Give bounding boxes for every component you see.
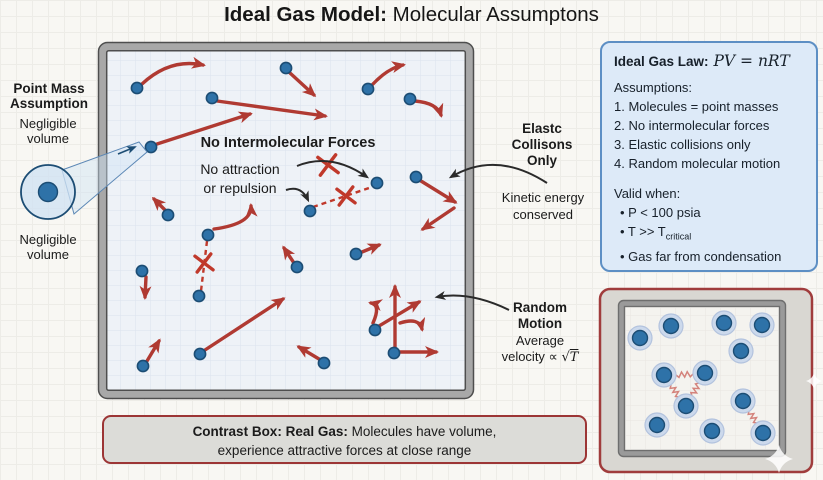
velocity-arrow xyxy=(215,99,328,121)
no-force-x-icon xyxy=(316,153,340,177)
random-motion-label: Random Motion xyxy=(513,300,567,331)
velocity-arrow xyxy=(413,99,444,118)
elastic-collisions-label: Elastc Collisons Only xyxy=(511,121,573,168)
attraction-spring xyxy=(675,370,694,379)
real-gas-molecule xyxy=(631,329,649,347)
real-gas-molecule xyxy=(734,392,752,410)
gas-molecule xyxy=(192,289,206,303)
assumption-item: 4. Random molecular motion xyxy=(614,156,781,171)
negligible-volume-top-label: Negligible volume xyxy=(19,116,77,146)
gas-molecule xyxy=(130,81,144,95)
sparkle-watermark-icon xyxy=(765,445,793,473)
real-gas-molecule xyxy=(648,416,666,434)
velocity-arrow xyxy=(139,275,152,300)
gas-molecule xyxy=(387,346,401,360)
magnifier-pointer-arrow xyxy=(117,146,137,155)
gas-molecule xyxy=(409,170,423,184)
velocity-arrow xyxy=(145,338,161,363)
annotation-arrow xyxy=(434,291,510,311)
gas-molecule xyxy=(370,176,384,190)
magnified-point-molecule xyxy=(37,181,59,203)
velocity-arrow xyxy=(140,56,206,86)
valid-when-heading: Valid when: xyxy=(614,186,681,201)
broken-bond-dashed-line xyxy=(312,185,373,209)
title-rest: Molecular Assumptons xyxy=(386,3,599,26)
sqrt-symbol: √ xyxy=(561,350,570,365)
real-gas-frame-inner-line xyxy=(623,305,781,452)
real-gas-molecule xyxy=(703,422,721,440)
gas-molecule xyxy=(193,347,207,361)
negligible-volume-bottom-label: Negligible volume xyxy=(19,232,77,262)
title-bold: Ideal Gas Model: xyxy=(224,3,387,26)
frame-outer-line xyxy=(97,41,475,400)
gas-container-frame xyxy=(98,42,474,399)
gas-molecule xyxy=(161,208,175,222)
attraction-spring xyxy=(669,384,680,398)
point-mass-label: Point Mass Assumption xyxy=(9,81,89,111)
velocity-arrow xyxy=(398,316,426,332)
law-title: Ideal Gas Law: PV = nRT xyxy=(614,52,790,70)
real-gas-molecule xyxy=(662,317,680,335)
assumptions-heading: Assumptions: xyxy=(614,80,693,95)
average-velocity-label: Average velocity ∝ √T xyxy=(501,333,579,365)
assumption-item: 3. Elastic collisions only xyxy=(614,137,751,152)
attraction-spring xyxy=(689,382,701,397)
assumption-item: 1. Molecules = point masses xyxy=(614,99,779,114)
frame-inner-line xyxy=(105,49,467,392)
velocity-arrow xyxy=(282,245,296,265)
gas-molecule xyxy=(368,323,382,337)
gas-molecule xyxy=(144,140,158,154)
sparkle-watermark-icon xyxy=(806,373,822,389)
velocity-arrow xyxy=(212,203,258,231)
real-gas-frame-outer-line xyxy=(617,299,787,458)
velocity-arrow xyxy=(377,300,422,328)
gas-molecule xyxy=(361,82,375,96)
valid-item: • Gas far from condensation xyxy=(620,248,782,264)
no-intermolecular-forces-label: No Intermolecular Forces xyxy=(200,135,376,151)
gas-molecule xyxy=(201,228,215,242)
gas-molecule xyxy=(279,61,293,75)
gas-molecule xyxy=(205,91,219,105)
velocity-arrow xyxy=(296,345,321,361)
gas-molecule xyxy=(403,92,417,106)
assumption-item: 2. No intermolecular forces xyxy=(614,118,770,133)
velocity-arrow xyxy=(288,71,317,98)
gas-molecule xyxy=(349,247,363,261)
velocity-arrow xyxy=(370,61,406,87)
velocity-arrow xyxy=(360,243,382,255)
valid-item: • P < 100 psia xyxy=(620,205,701,220)
velocity-arrow xyxy=(151,196,167,212)
velocity-arrow xyxy=(420,206,456,231)
attraction-spring xyxy=(747,410,758,424)
gas-molecule xyxy=(317,356,331,370)
real-gas-molecule xyxy=(696,364,714,382)
real-gas-molecule xyxy=(655,366,673,384)
real-gas-molecule xyxy=(677,397,695,415)
kinetic-energy-label: Kinetic energy conserved xyxy=(501,190,585,222)
annotation-arrow xyxy=(448,163,548,184)
no-force-x-icon xyxy=(193,252,215,274)
no-attraction-label: No attraction or repulsion xyxy=(200,161,280,196)
valid-item: • T >> Tcritical xyxy=(620,224,692,242)
annotation-arrow xyxy=(285,187,310,203)
gas-molecule xyxy=(290,260,304,274)
no-force-x-icon xyxy=(335,185,357,207)
velocity-arrow xyxy=(368,299,383,325)
velocity-arrow xyxy=(419,179,458,204)
contrast-box: Contrast Box: Real Gas: Molecules have v… xyxy=(102,415,587,464)
page-title: Ideal Gas Model: Molecular Assumptons xyxy=(0,3,823,27)
real-gas-molecule xyxy=(753,316,771,334)
gas-molecule xyxy=(135,264,149,278)
velocity-arrow xyxy=(155,111,253,146)
real-gas-molecule xyxy=(732,342,750,360)
ideal-gas-law-panel: Ideal Gas Law: PV = nRT Assumptions: 1. … xyxy=(600,41,818,272)
gas-molecule xyxy=(136,359,150,373)
annotation-arrow xyxy=(296,160,370,179)
real-gas-molecule xyxy=(754,424,772,442)
velocity-arrow xyxy=(203,297,286,352)
real-gas-molecule xyxy=(715,314,733,332)
gas-molecule xyxy=(303,204,317,218)
